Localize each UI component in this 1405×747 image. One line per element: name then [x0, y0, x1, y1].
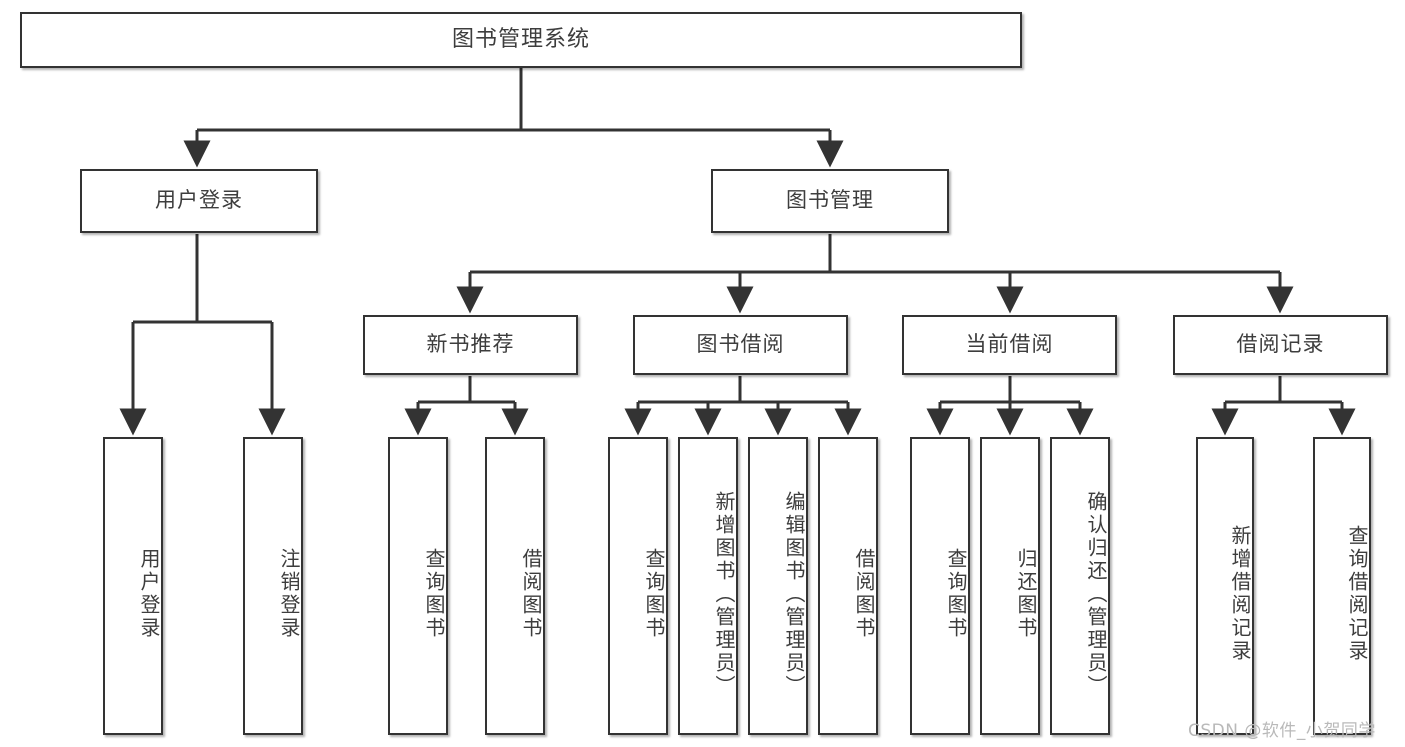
leaf-add-book-admin[interactable]: 新增图书（管理员）: [678, 437, 738, 735]
node-label: 查询图书: [422, 548, 446, 640]
node-label: 用户登录: [137, 548, 161, 640]
leaf-borrow-book-newbook[interactable]: 借阅图书: [485, 437, 545, 735]
node-label: 编辑图书（管理员）: [782, 490, 806, 698]
node-label: 查询图书: [642, 548, 666, 640]
node-label: 借阅图书: [519, 548, 543, 640]
node-user-login[interactable]: 用户登录: [80, 169, 318, 233]
node-book-management[interactable]: 图书管理: [711, 169, 949, 233]
node-label: 新增图书（管理员）: [712, 490, 736, 698]
node-label: 图书管理系统: [451, 26, 590, 52]
node-label: 新增借阅记录: [1228, 525, 1252, 663]
leaf-query-book-current[interactable]: 查询图书: [910, 437, 970, 735]
node-label: 确认归还（管理员）: [1084, 490, 1108, 698]
node-label: 查询借阅记录: [1345, 525, 1369, 663]
leaf-query-book-borrow[interactable]: 查询图书: [608, 437, 668, 735]
leaf-user-login[interactable]: 用户登录: [103, 437, 163, 735]
node-label: 归还图书: [1014, 548, 1038, 640]
node-book-borrow[interactable]: 图书借阅: [633, 315, 848, 375]
leaf-query-borrow-record[interactable]: 查询借阅记录: [1313, 437, 1371, 735]
leaf-add-borrow-record[interactable]: 新增借阅记录: [1196, 437, 1254, 735]
node-current-borrow[interactable]: 当前借阅: [902, 315, 1117, 375]
node-label: 借阅图书: [852, 548, 876, 640]
node-label: 查询图书: [944, 548, 968, 640]
leaf-edit-book-admin[interactable]: 编辑图书（管理员）: [748, 437, 808, 735]
node-new-book-recommend[interactable]: 新书推荐: [363, 315, 578, 375]
leaf-query-book-newbook[interactable]: 查询图书: [388, 437, 448, 735]
node-label: 新书推荐: [426, 332, 515, 357]
node-root-book-management-system[interactable]: 图书管理系统: [20, 12, 1022, 68]
leaf-return-book[interactable]: 归还图书: [980, 437, 1040, 735]
leaf-logout[interactable]: 注销登录: [243, 437, 303, 735]
node-label: 图书借阅: [696, 332, 785, 357]
node-borrow-record[interactable]: 借阅记录: [1173, 315, 1388, 375]
node-label: 注销登录: [277, 548, 301, 640]
node-label: 借阅记录: [1236, 332, 1325, 357]
node-label: 用户登录: [155, 188, 243, 213]
leaf-confirm-return-admin[interactable]: 确认归还（管理员）: [1050, 437, 1110, 735]
node-label: 当前借阅: [965, 332, 1054, 357]
leaf-borrow-book[interactable]: 借阅图书: [818, 437, 878, 735]
node-label: 图书管理: [786, 188, 874, 213]
